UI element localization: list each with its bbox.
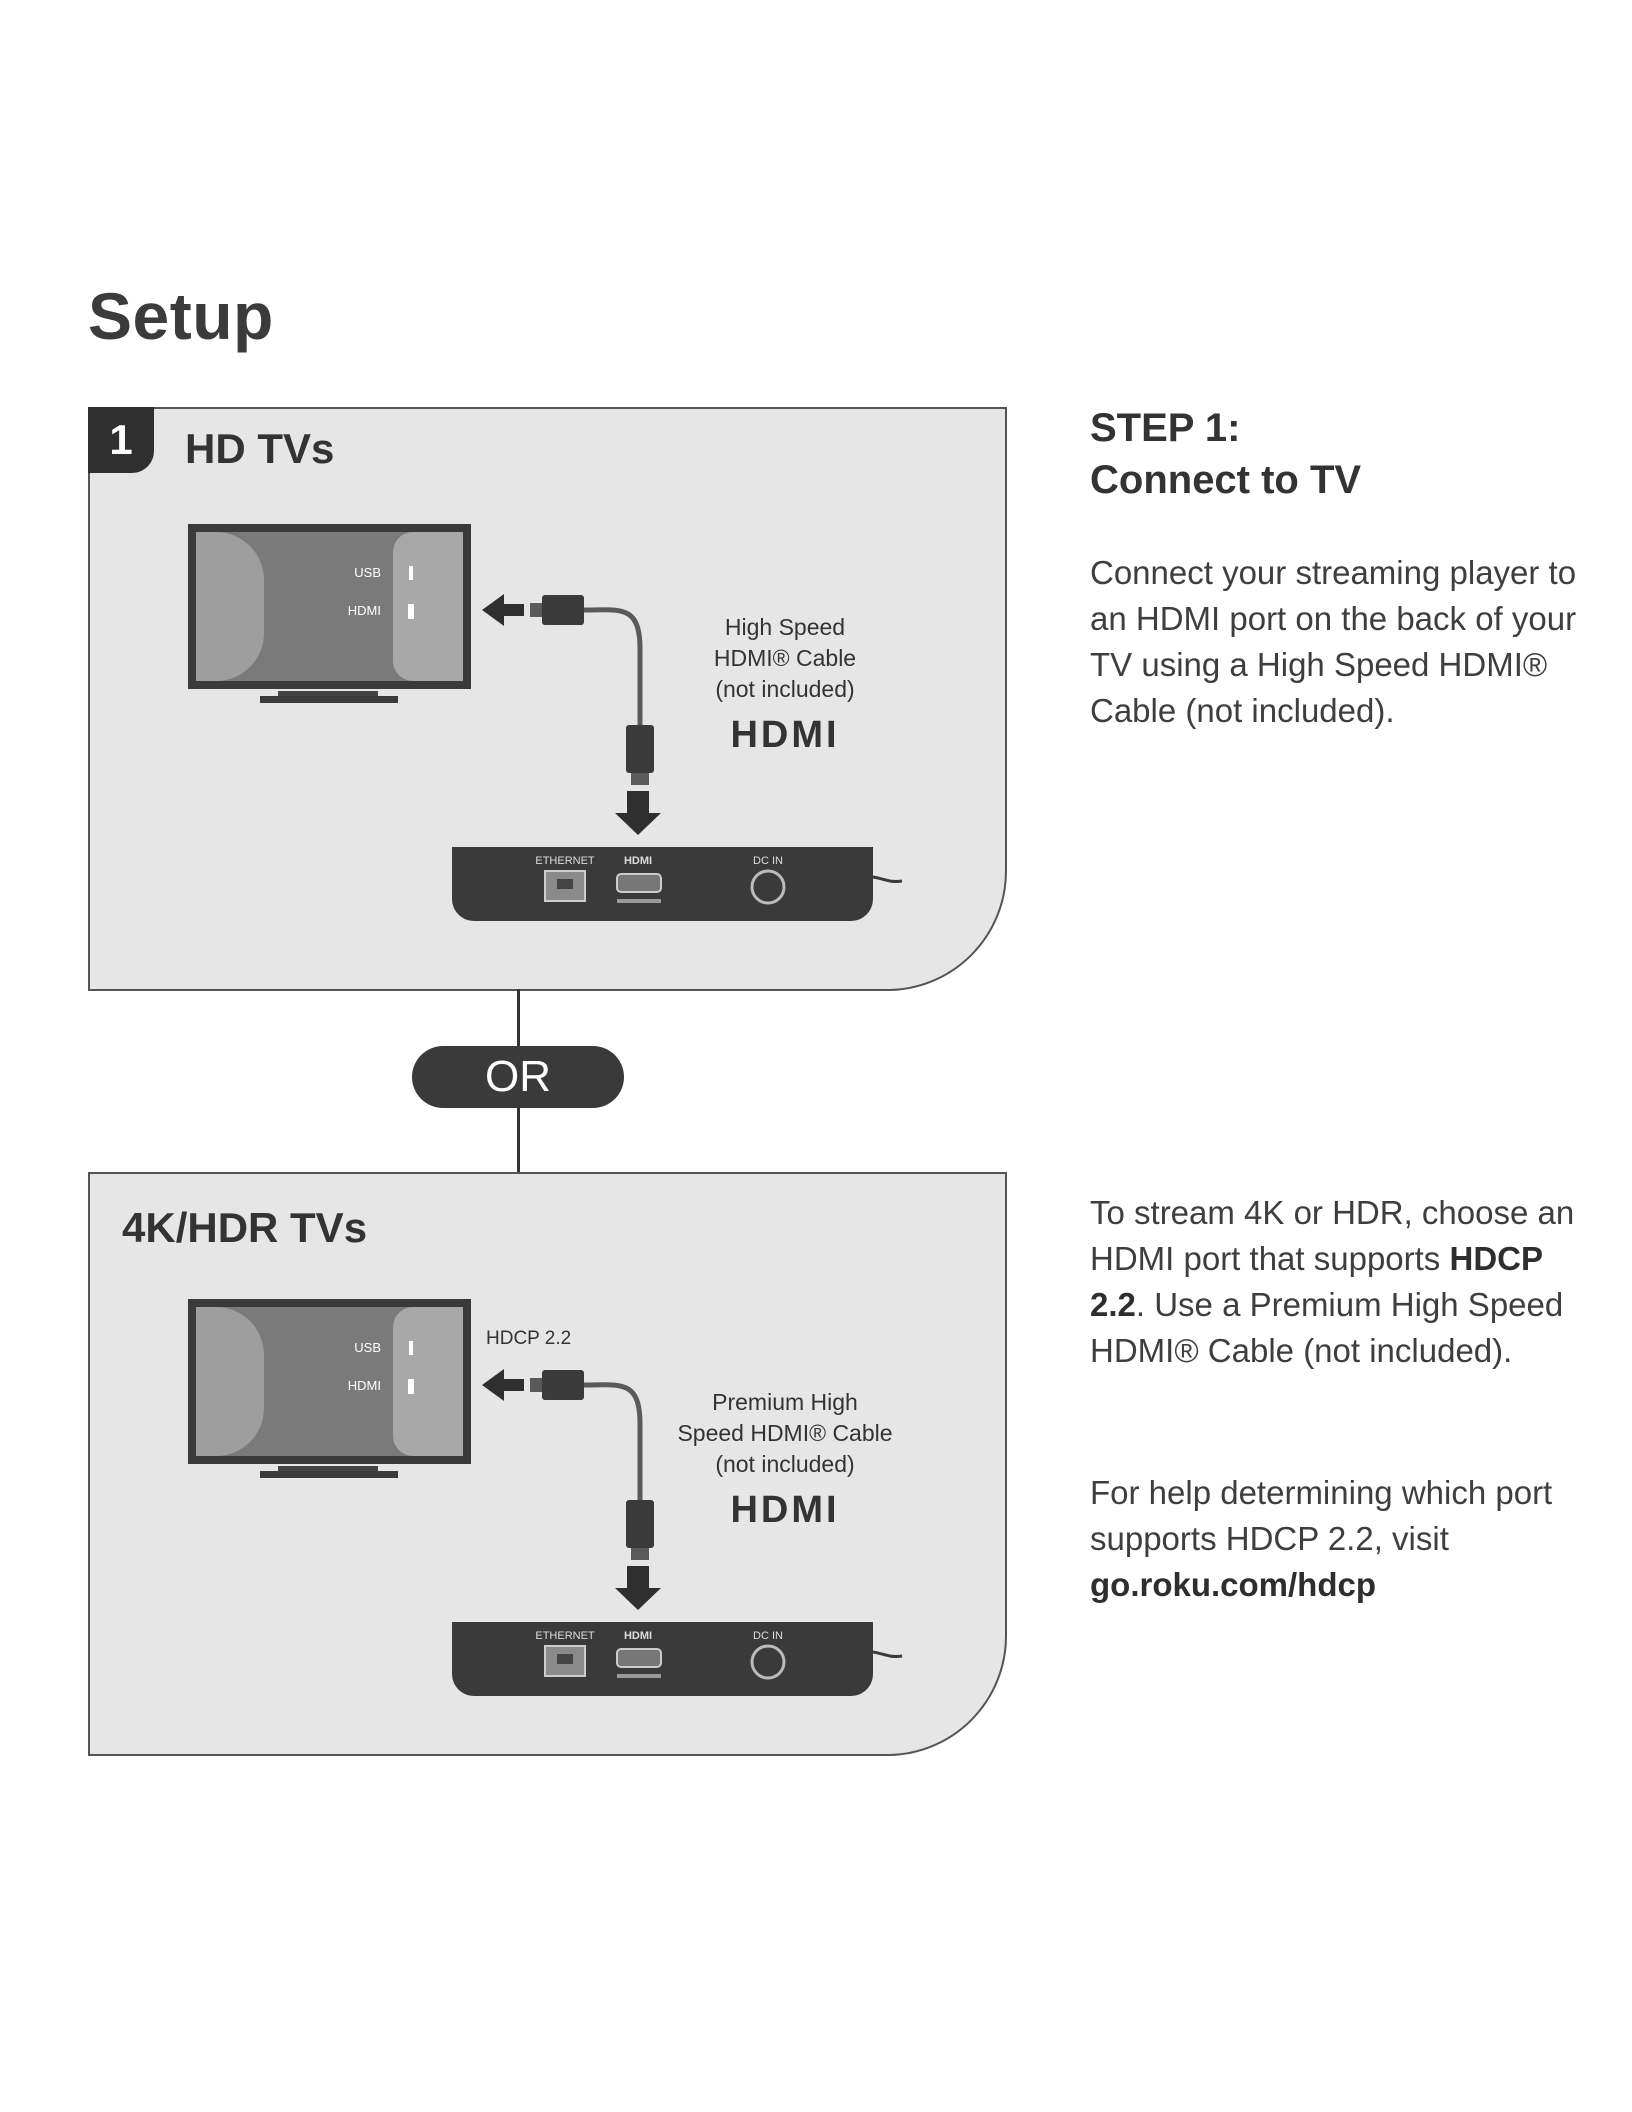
step-heading: STEP 1: Connect to TV bbox=[1090, 402, 1361, 506]
hd-instructions-paragraph: Connect your streaming player to an HDMI… bbox=[1090, 554, 1577, 729]
player-ethernet-label: ETHERNET bbox=[535, 855, 595, 867]
hdcp-help-link[interactable]: go.roku.com/hdcp bbox=[1090, 1566, 1377, 1603]
arrow-left-icon bbox=[482, 1369, 524, 1401]
hdcp-emphasis: HDCP 2.2 bbox=[1090, 1240, 1543, 1323]
hd-tv-panel: 1 HD TVs USB HDMI High Speed HDMI® bbox=[88, 407, 1007, 991]
cable-label-line2: HDMI® Cable bbox=[714, 645, 856, 671]
hdmi-logo: HDMI bbox=[730, 1489, 839, 1531]
tv-icon: USB HDMI bbox=[188, 1299, 471, 1478]
tv-hdmi-port-label: HDMI bbox=[348, 1378, 381, 1393]
step-heading-line1: STEP 1: bbox=[1090, 406, 1241, 450]
4k-hdr-panel-title: 4K/HDR TVs bbox=[122, 1204, 368, 1251]
hdmi-cable-icon bbox=[530, 595, 654, 785]
cable-label-line1: Premium High bbox=[712, 1389, 858, 1415]
player-dcin-label: DC IN bbox=[753, 1630, 783, 1642]
hdmi-logo: HDMI bbox=[730, 714, 839, 756]
tv-hdmi-port-label: HDMI bbox=[348, 603, 381, 618]
tv-icon: USB HDMI bbox=[188, 524, 471, 703]
step-number-badge: 1 bbox=[88, 407, 154, 473]
arrow-left-icon bbox=[482, 594, 524, 626]
separator-line-bottom bbox=[517, 1108, 520, 1172]
help-text: For help determining which port supports… bbox=[1090, 1474, 1553, 1557]
or-separator: OR bbox=[412, 1046, 624, 1108]
help-paragraph: For help determining which port supports… bbox=[1090, 1470, 1590, 1608]
4k-connection-diagram: USB HDMI HDCP 2.2 Premium High Speed HDM… bbox=[188, 1299, 903, 1696]
player-ethernet-label: ETHERNET bbox=[535, 1630, 595, 1642]
arrow-down-icon bbox=[615, 1566, 661, 1610]
streaming-player-icon: ETHERNET HDMI DC IN bbox=[452, 1622, 903, 1696]
cable-label-line1: High Speed bbox=[725, 614, 845, 640]
cable-label-line2: Speed HDMI® Cable bbox=[677, 1420, 892, 1446]
cable-label-line3: (not included) bbox=[715, 1451, 854, 1477]
4k-hdr-tv-panel: 4K/HDR TVs USB HDMI HDCP 2.2 Premium Hig… bbox=[88, 1172, 1007, 1756]
hd-connection-diagram: USB HDMI High Speed HDMI® Cable (not inc… bbox=[188, 524, 903, 921]
hdcp-callout: HDCP 2.2 bbox=[486, 1328, 571, 1349]
hd-tv-panel-title: HD TVs bbox=[185, 425, 335, 472]
player-hdmi-label: HDMI bbox=[624, 1630, 652, 1642]
4k-instructions-paragraph: To stream 4K or HDR, choose an HDMI port… bbox=[1090, 1190, 1590, 1374]
4k-instructions-text: To stream 4K or HDR, choose an HDMI port… bbox=[1090, 1194, 1575, 1277]
arrow-down-icon bbox=[615, 791, 661, 835]
tv-usb-port-label: USB bbox=[354, 565, 381, 580]
tv-usb-port-label: USB bbox=[354, 1340, 381, 1355]
4k-instructions-text-end: . Use a Premium High Speed HDMI® Cable (… bbox=[1090, 1286, 1564, 1369]
player-hdmi-label: HDMI bbox=[624, 855, 652, 867]
player-dcin-label: DC IN bbox=[753, 855, 783, 867]
hdmi-cable-icon bbox=[530, 1370, 654, 1560]
separator-line-top bbox=[517, 989, 520, 1046]
page-title: Setup bbox=[88, 279, 274, 353]
streaming-player-icon: ETHERNET HDMI DC IN bbox=[452, 847, 903, 921]
cable-label-line3: (not included) bbox=[715, 676, 854, 702]
step-heading-line2: Connect to TV bbox=[1090, 458, 1362, 502]
